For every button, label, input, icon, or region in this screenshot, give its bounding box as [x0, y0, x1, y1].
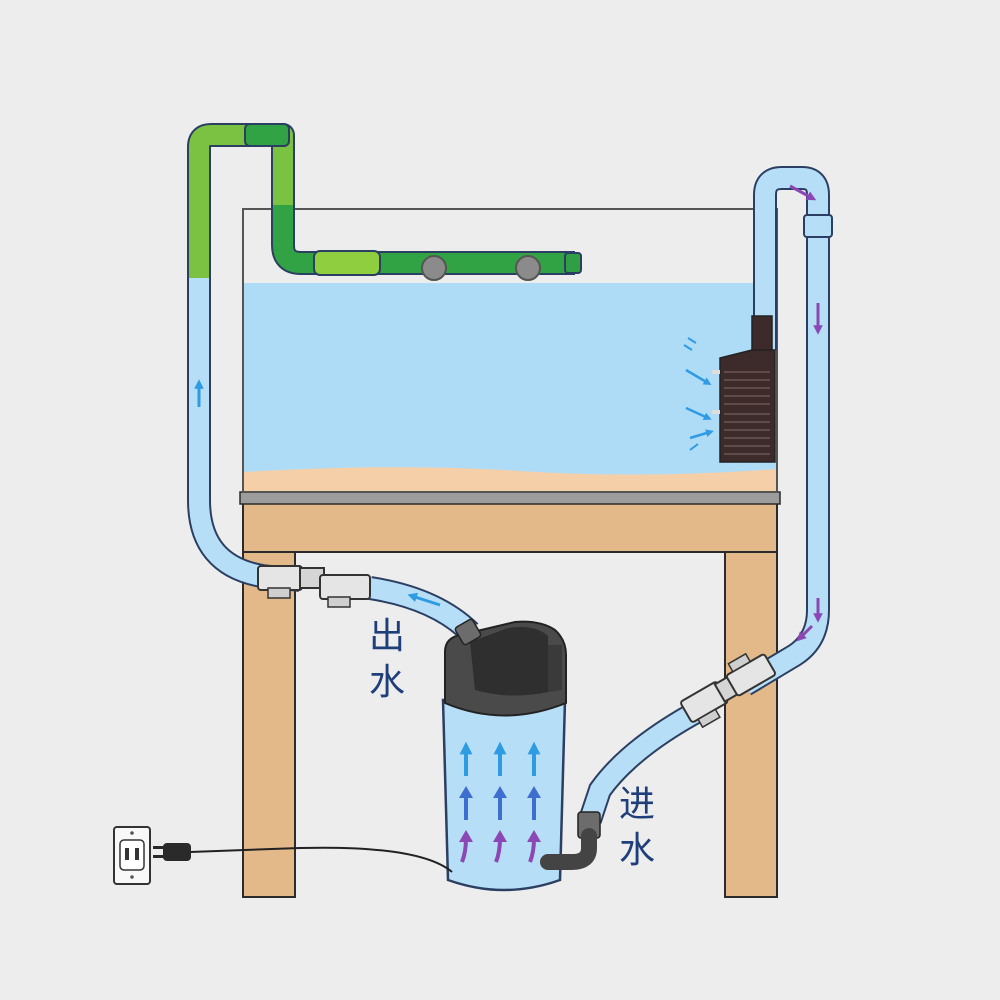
spray-bar-end-cap: [564, 252, 582, 274]
arrow-inflow-icon: [689, 429, 714, 440]
intake-strainer: [683, 315, 776, 463]
intake-coupler: [803, 214, 833, 238]
table: [239, 491, 781, 898]
aquarium-tank: [242, 208, 778, 493]
return-spray-bar: [187, 123, 582, 281]
intake-tube: [578, 166, 833, 824]
outlet-label: 出 水: [368, 616, 405, 703]
outflow-valve: [257, 565, 371, 608]
plug-icon: [153, 843, 191, 861]
spray-bar-coupler: [313, 250, 381, 276]
table-apron: [242, 499, 778, 553]
arrow-inflow-icon: [685, 368, 712, 386]
tank-sand: [243, 467, 777, 492]
intake-valve: [680, 652, 776, 729]
tank-water: [243, 283, 777, 475]
inlet-label: 进 水: [618, 784, 655, 871]
table-top-edge: [239, 491, 781, 505]
spray-bar-elbow-cap: [244, 123, 290, 147]
arrow-up-icon: [407, 592, 441, 607]
suction-cup: [421, 255, 447, 281]
canister-filter: [441, 618, 601, 892]
tank-glass: [242, 208, 778, 493]
table-leg-right: [724, 499, 778, 898]
arrow-down-icon: [796, 624, 814, 642]
suction-cup: [515, 255, 541, 281]
table-leg-left: [242, 499, 296, 898]
canister-outlet-nozzle: [454, 618, 482, 646]
power-supply: [113, 826, 453, 885]
arrow-inflow-icon: [685, 406, 712, 420]
wall-socket-icon: [113, 826, 151, 885]
arrow-down-icon: [789, 184, 817, 201]
power-cord: [189, 846, 453, 873]
